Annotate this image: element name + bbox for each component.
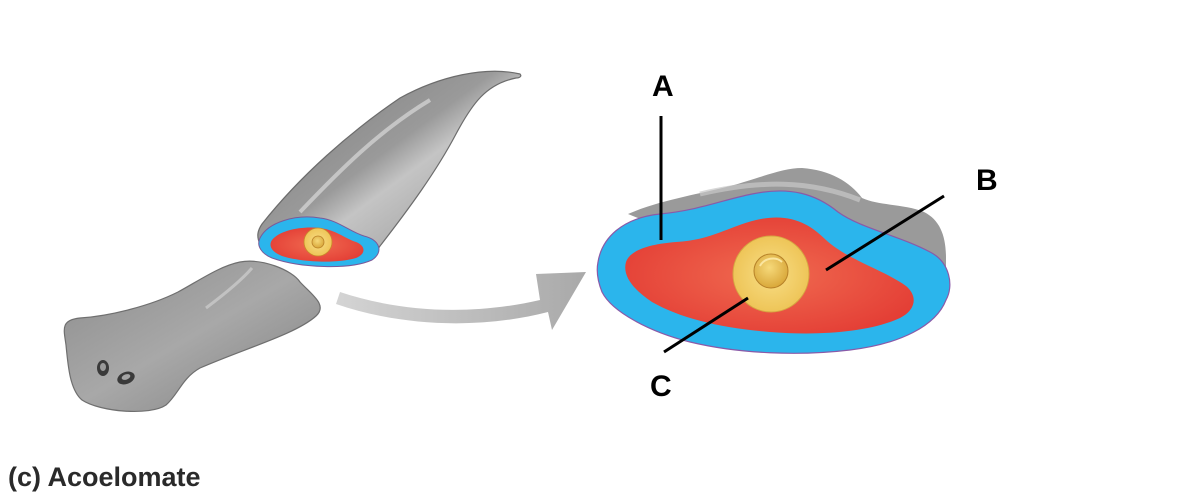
curved-arrow [336,272,586,330]
flatworm-head [63,260,321,413]
leader-line-b [825,194,945,272]
eyespot-icon [97,360,135,385]
flatworm-body-segment [257,70,522,268]
figure-caption: (c) Acoelomate [8,462,201,492]
label-c: C [650,370,672,403]
label-b: B [976,164,998,197]
large-cross-section [596,168,951,354]
small-cross-section [258,216,380,268]
leader-line-c [663,296,749,354]
label-a: A [652,70,674,103]
endoderm-gut [732,235,810,313]
